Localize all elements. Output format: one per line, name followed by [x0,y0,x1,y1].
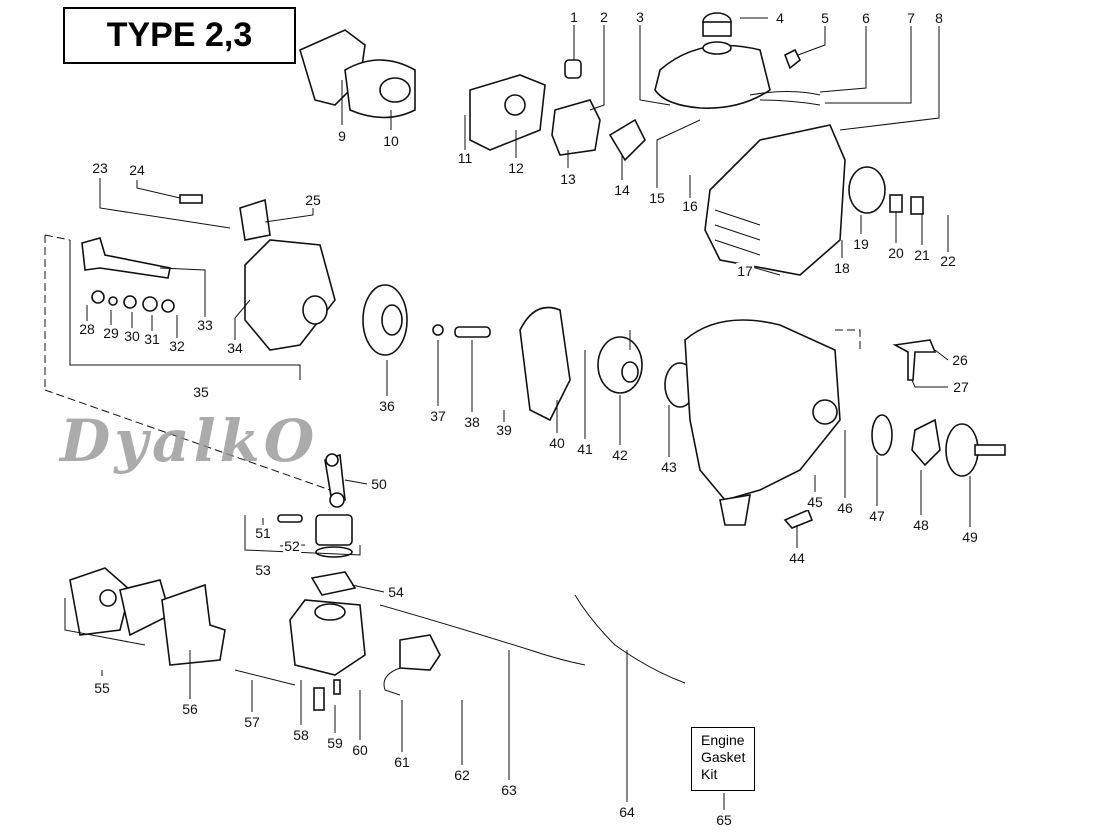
primer-bulb [564,59,582,79]
part-number-13: 13 [559,171,577,187]
part-number-45: 45 [806,494,824,510]
pulley [597,336,643,394]
part-number-47: 47 [868,508,886,524]
part-number-35: 35 [192,384,210,400]
part-number-7: 7 [906,10,916,26]
part-number-24: 24 [128,162,146,178]
part-number-51: 51 [254,525,272,541]
part-number-22: 22 [939,253,957,269]
air-filter [344,59,416,119]
part-number-31: 31 [143,331,161,347]
part-number-32: 32 [168,338,186,354]
part-number-54: 54 [387,584,405,600]
part-number-56: 56 [181,701,199,717]
part-number-25: 25 [304,192,322,208]
carb-gasket [608,118,646,162]
connecting-rod [324,453,346,508]
part-number-11: 11 [456,150,474,166]
part-number-23: 23 [91,160,109,176]
engine-gasket-kit-box: Engine Gasket Kit [691,727,755,791]
part-number-27: 27 [952,379,970,395]
part-number-64: 64 [618,804,636,820]
part-number-52: 52 [283,538,301,554]
part-number-9: 9 [337,128,347,144]
part-number-4: 4 [775,10,785,26]
part-number-21: 21 [913,247,931,263]
part-number-62: 62 [453,767,471,783]
part-number-44: 44 [788,550,806,566]
throttle-cable [574,594,686,684]
fan-shroud [519,306,571,422]
part-number-6: 6 [861,10,871,26]
part-number-38: 38 [463,414,481,430]
crankshaft [81,237,171,279]
crankcase [244,239,336,351]
starter-housing [684,319,841,526]
flywheel [362,284,408,356]
part-number-53: 53 [254,562,272,578]
part-number-42: 42 [611,447,629,463]
type-title-box: TYPE 2,3 [63,7,296,64]
ignition-wire [379,604,586,666]
cylinder [289,599,366,676]
part-number-8: 8 [934,10,944,26]
part-number-14: 14 [613,182,631,198]
part-number-65: 65 [715,812,733,828]
part-number-41: 41 [576,441,594,457]
fuel-line [749,48,821,106]
muffler [69,567,171,637]
kit-line: Gasket [701,749,746,765]
part-number-50: 50 [370,476,388,492]
piston [315,514,353,558]
part-number-58: 58 [292,727,310,743]
part-number-1: 1 [569,9,579,25]
part-number-29: 29 [102,325,120,341]
part-number-61: 61 [393,754,411,770]
o-ring [848,166,886,214]
engine-housing [704,124,846,276]
part-number-40: 40 [548,435,566,451]
part-number-60: 60 [351,742,369,758]
part-number-3: 3 [635,9,645,25]
part-number-5: 5 [820,10,830,26]
part-number-39: 39 [495,422,513,438]
part-number-28: 28 [78,321,96,337]
ignition-module [383,634,441,696]
kit-line: Kit [701,766,718,782]
part-number-17: 17 [736,263,754,279]
part-number-18: 18 [833,260,851,276]
muffler-gasket [161,583,226,666]
part-number-2: 2 [599,9,609,25]
part-number-26: 26 [951,352,969,368]
part-number-33: 33 [196,317,214,333]
part-number-20: 20 [887,245,905,261]
clutch-drum [945,423,1006,477]
carburetor [551,99,601,156]
part-number-37: 37 [429,408,447,424]
part-number-63: 63 [500,782,518,798]
part-number-55: 55 [93,680,111,696]
part-number-12: 12 [507,160,525,176]
part-number-19: 19 [852,236,870,252]
watermark: DyalkO [60,407,319,475]
part-number-59: 59 [326,735,344,751]
part-number-36: 36 [378,398,396,414]
part-number-48: 48 [912,517,930,533]
part-number-43: 43 [660,459,678,475]
part-number-57: 57 [243,714,261,730]
part-number-49: 49 [961,529,979,545]
part-number-30: 30 [123,328,141,344]
part-number-46: 46 [836,500,854,516]
kit-line: Engine [701,732,745,748]
part-number-15: 15 [648,190,666,206]
part-number-16: 16 [681,198,699,214]
part-number-10: 10 [382,133,400,149]
air-filter-housing [469,74,546,151]
part-number-34: 34 [226,340,244,356]
fuel-tank [654,12,771,109]
